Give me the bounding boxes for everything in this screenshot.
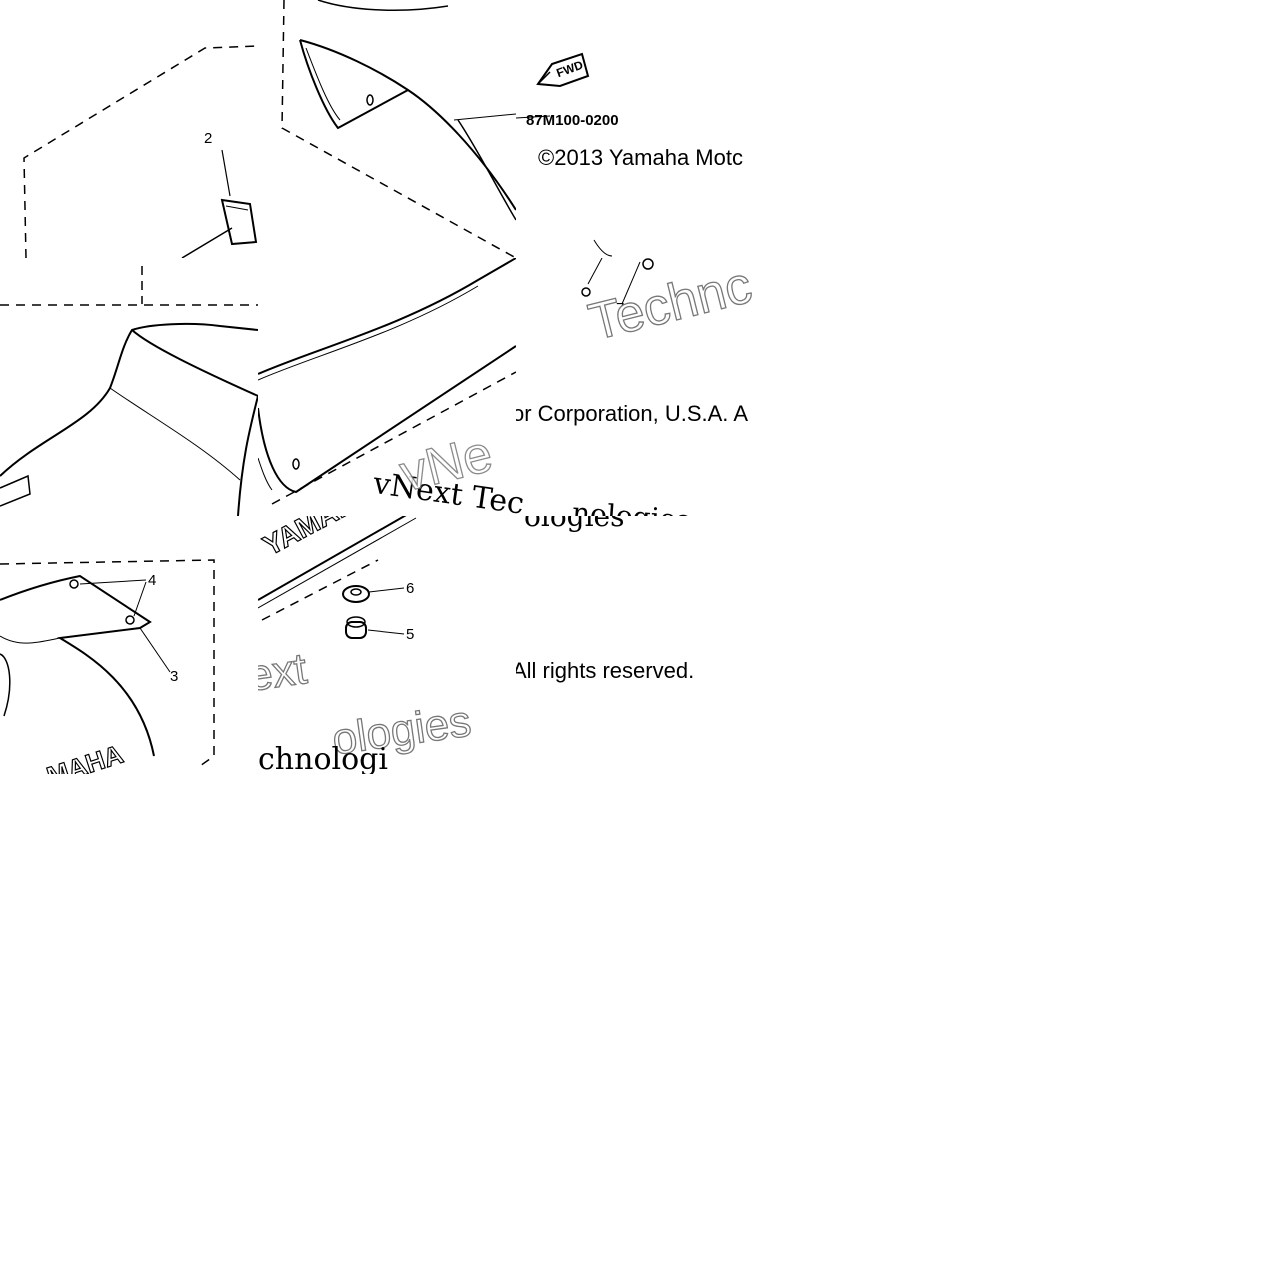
bolt-drawing (581, 258, 654, 305)
callout-7: 7 (616, 300, 625, 317)
callout-5: 5 (406, 626, 415, 643)
copyright-line-2: or Corporation, U.S.A. A (516, 401, 748, 426)
callout-4: 4 (148, 572, 157, 589)
watermark-ext: ext (258, 644, 310, 702)
diagram-tile-bottom-left: 4 3 MAHA (0, 516, 258, 774)
diagram-tile-bottom-right: ologies All rights reserved. (516, 516, 774, 774)
fwd-arrow-icon (516, 52, 613, 257)
callout-6: 6 (406, 580, 415, 597)
side-panel-drawing (258, 258, 516, 505)
callout-2: 2 (204, 130, 213, 147)
diagram-tile-mid-left (0, 258, 258, 516)
watermark-chnologi: chnologi (258, 742, 388, 774)
fender-drawing (281, 0, 516, 258)
watermark-ologies-top: ologies (524, 516, 625, 533)
diagram-tile-top-left: 2 (0, 0, 258, 258)
diagram-tile-bottom-mid: YAMAHA 6 5 ext ologies chnologi (258, 516, 516, 774)
seat-drawing (0, 266, 258, 516)
front-cowl-drawing (0, 559, 215, 767)
cowling-drawing (23, 45, 258, 258)
copyright-line-3: All rights reserved. (516, 658, 695, 683)
diagram-tile-top-mid (258, 0, 516, 258)
callout-3: 3 (170, 668, 179, 685)
part-code: 87M100-0200 (526, 112, 619, 129)
diagram-tile-mid-right: 7 Technc or Corporation, U.S.A. A nologi… (516, 258, 774, 516)
grommet-drawing (258, 516, 417, 639)
diagram-tile-top-right: FWD 87M100-0200 ©2013 Yamaha Motc (516, 0, 774, 258)
copyright-line-1: ©2013 Yamaha Motc (538, 145, 743, 170)
diagram-tile-center (258, 258, 516, 516)
